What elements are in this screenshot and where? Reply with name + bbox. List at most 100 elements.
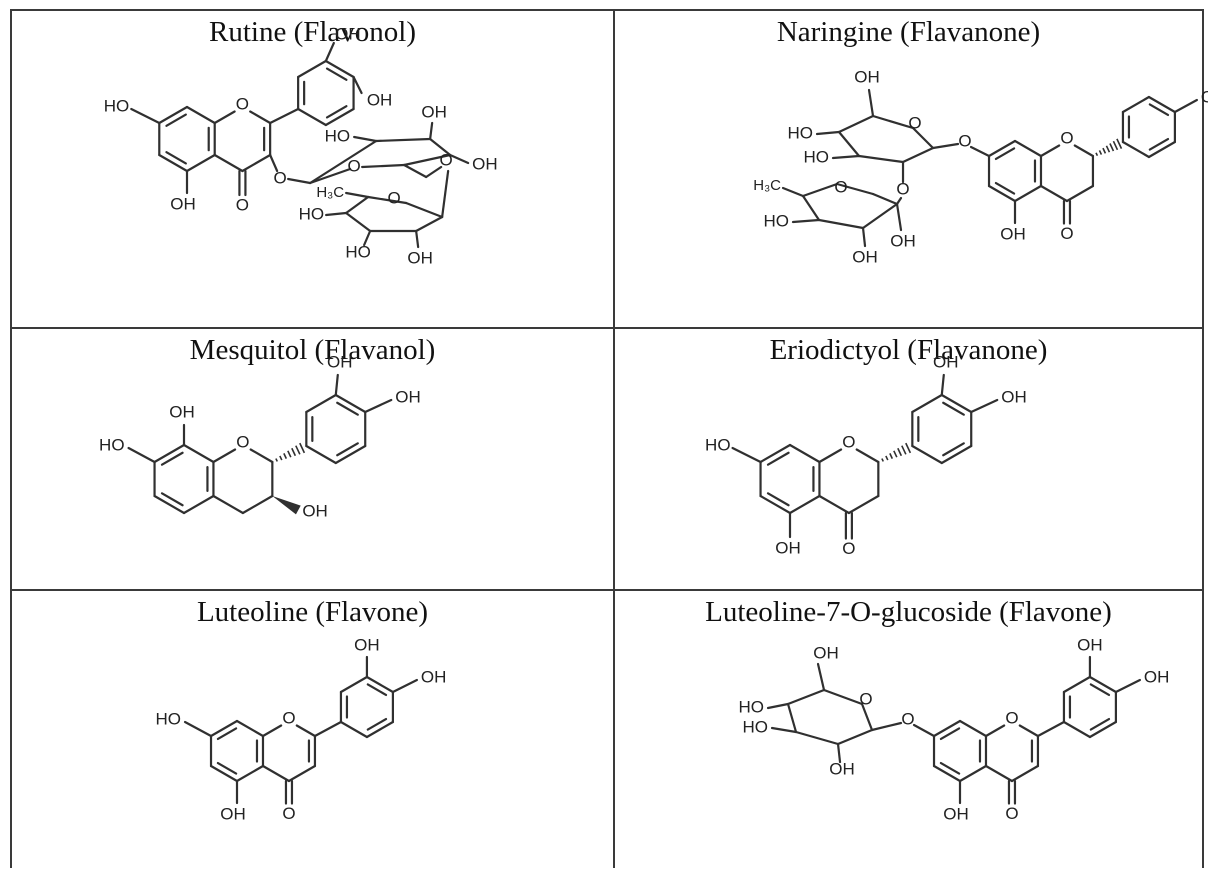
atom-label: O	[896, 179, 909, 198]
stereo-hash-bond	[897, 447, 903, 457]
bond-line	[781, 186, 805, 198]
bond-line	[324, 107, 355, 127]
bond-line	[970, 398, 999, 414]
bond-line	[429, 137, 452, 157]
bond-line	[375, 137, 432, 143]
atom-label: H₃C	[316, 184, 344, 201]
bond-line	[403, 163, 428, 179]
bond-line	[339, 720, 369, 739]
atom-label: O	[1060, 128, 1073, 147]
atom-label: O	[348, 156, 361, 175]
stereo-hash-bond	[1109, 143, 1115, 152]
atom-label: OH	[1144, 667, 1170, 686]
bond-line	[1147, 95, 1177, 114]
bond-line	[429, 121, 434, 141]
atom-label: O	[859, 689, 872, 708]
bond-line	[241, 494, 274, 515]
bond-line	[759, 443, 792, 464]
bond-line	[213, 153, 244, 173]
atom-label: OH	[170, 194, 196, 213]
bond-line	[932, 719, 962, 738]
bond-line	[895, 196, 903, 206]
atom-label: O	[388, 188, 401, 207]
bond-line	[940, 373, 945, 397]
bond-line	[305, 444, 337, 465]
bond-line	[249, 448, 274, 464]
bond-line	[871, 192, 899, 206]
bond-line	[334, 373, 339, 397]
bond-line	[182, 443, 215, 464]
atom-label: OH	[854, 67, 880, 86]
bond-line	[216, 727, 238, 741]
bond-line	[815, 130, 841, 136]
bond-line	[158, 153, 189, 173]
bond-line	[895, 202, 903, 232]
bond-line	[836, 728, 874, 746]
atom-label: HO	[804, 147, 830, 166]
bond-line	[209, 719, 239, 738]
stereo-hash-bond	[889, 453, 894, 459]
bond-line	[295, 724, 317, 738]
atom-label: O	[440, 150, 453, 169]
bond-line	[731, 446, 762, 464]
atom-label: O	[842, 432, 855, 451]
bond-line	[216, 761, 238, 775]
bond-line	[365, 675, 395, 694]
stereo-hash-bond	[295, 445, 301, 455]
atom-label: O	[236, 432, 249, 451]
bond-line	[235, 719, 265, 738]
bond-line	[759, 494, 792, 515]
bond-line	[185, 153, 216, 173]
bond-line	[1065, 184, 1095, 203]
bond-line	[391, 678, 419, 694]
stereo-hash-bond	[287, 450, 292, 458]
bond-line	[912, 723, 936, 738]
bond-line	[1089, 717, 1111, 731]
bond-line	[336, 401, 359, 416]
bond-line	[1089, 683, 1111, 697]
bond-line	[1039, 144, 1061, 158]
stereo-hash-bond	[1098, 150, 1103, 155]
atom-label: OH	[407, 248, 433, 267]
cell-title-rutine: Rutine (Flavonol)	[208, 16, 416, 48]
bond-line	[334, 393, 367, 414]
bond-line	[297, 107, 327, 127]
atom-label: HO	[739, 697, 765, 716]
bond-line	[766, 451, 790, 466]
bond-line	[364, 398, 393, 414]
bond-line	[847, 494, 880, 515]
bond-line	[801, 194, 821, 222]
stereo-hash-bond	[905, 442, 912, 454]
bond-line	[1173, 98, 1199, 114]
bond-line	[158, 105, 189, 125]
bond-line	[816, 662, 826, 692]
atom-label: OH	[169, 402, 195, 421]
bond-line	[165, 113, 187, 127]
bond-line	[987, 184, 1017, 203]
bond-line	[942, 442, 965, 457]
bond-line	[212, 494, 244, 515]
bond-line	[325, 67, 348, 81]
stereo-hash-bond	[299, 442, 306, 454]
stereo-hash-bond	[893, 450, 898, 458]
atom-label: OH	[421, 667, 447, 686]
bond-line	[1013, 184, 1043, 203]
bond-line	[766, 492, 790, 507]
bond-line	[1121, 140, 1151, 159]
bond-line	[345, 191, 370, 199]
bond-line	[241, 153, 272, 173]
bond-line	[1010, 764, 1040, 783]
bond-line	[958, 764, 988, 783]
bond-line	[345, 195, 370, 215]
stereo-hash-bond	[885, 455, 889, 461]
bond-line	[297, 59, 327, 79]
bond-line	[911, 126, 935, 150]
